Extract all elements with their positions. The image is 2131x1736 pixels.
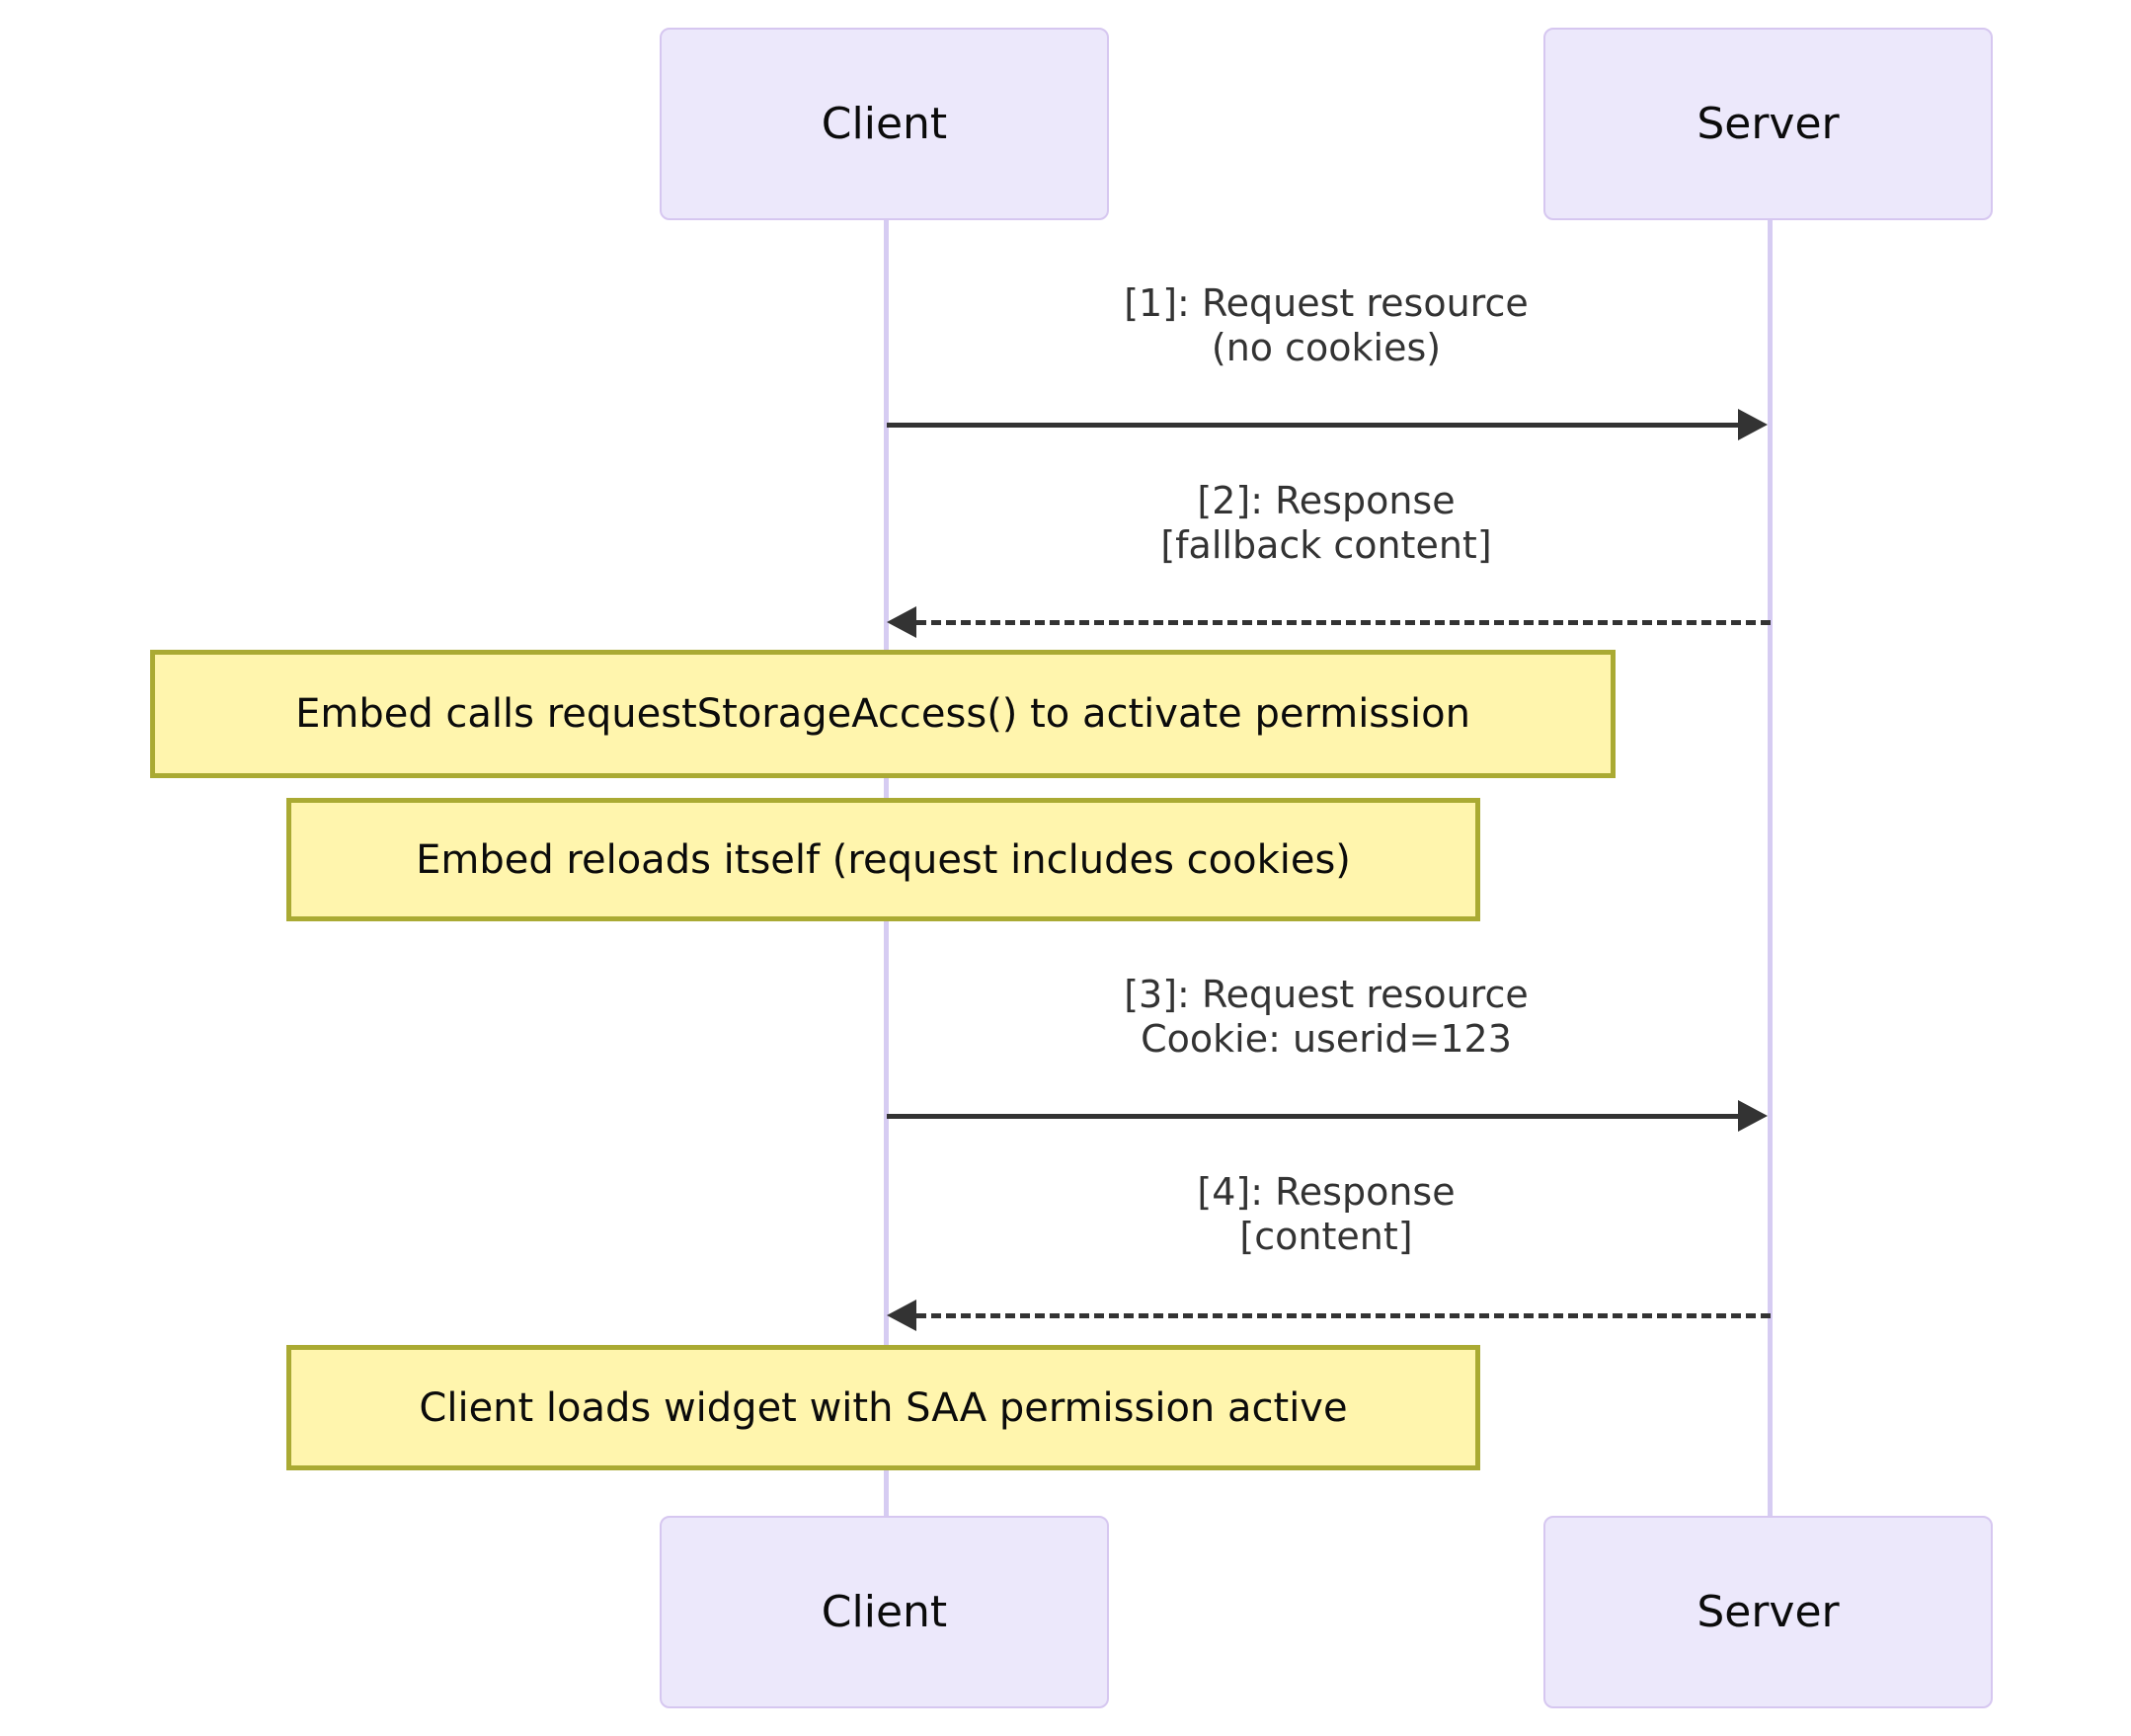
message-2-label: [2]: Response [fallback content] [1160, 479, 1492, 567]
message-2-line [916, 620, 1771, 625]
lifeline-server [1768, 219, 1773, 1523]
message-4-line [916, 1313, 1771, 1318]
message-1-arrowhead-icon [1738, 409, 1768, 440]
message-4-label: [4]: Response [content] [1197, 1170, 1456, 1258]
note-1-text: Embed calls requestStorageAccess() to ac… [295, 691, 1470, 737]
participant-server-top[interactable]: Server [1543, 28, 1993, 220]
participant-client-bottom-label: Client [821, 1586, 948, 1637]
note-client-loads-widget: Client loads widget with SAA permission … [286, 1345, 1480, 1470]
participant-client-top[interactable]: Client [660, 28, 1109, 220]
message-1-line [887, 423, 1738, 428]
participant-client-bottom[interactable]: Client [660, 1516, 1109, 1708]
participant-client-top-label: Client [821, 98, 948, 149]
note-embed-reloads-itself: Embed reloads itself (request includes c… [286, 798, 1480, 921]
message-3-arrowhead-icon [1738, 1100, 1768, 1132]
message-2-arrowhead-icon [887, 606, 916, 638]
participant-server-bottom-label: Server [1697, 1586, 1840, 1637]
message-1-label: [1]: Request resource (no cookies) [1124, 281, 1529, 369]
message-3-line [887, 1114, 1738, 1119]
participant-server-top-label: Server [1697, 98, 1840, 149]
note-3-text: Client loads widget with SAA permission … [419, 1384, 1348, 1431]
message-3-label: [3]: Request resource Cookie: userid=123 [1124, 973, 1529, 1061]
note-2-text: Embed reloads itself (request includes c… [416, 836, 1351, 883]
note-embed-calls-request-storage-access: Embed calls requestStorageAccess() to ac… [150, 650, 1616, 778]
message-4-arrowhead-icon [887, 1300, 916, 1331]
participant-server-bottom[interactable]: Server [1543, 1516, 1993, 1708]
